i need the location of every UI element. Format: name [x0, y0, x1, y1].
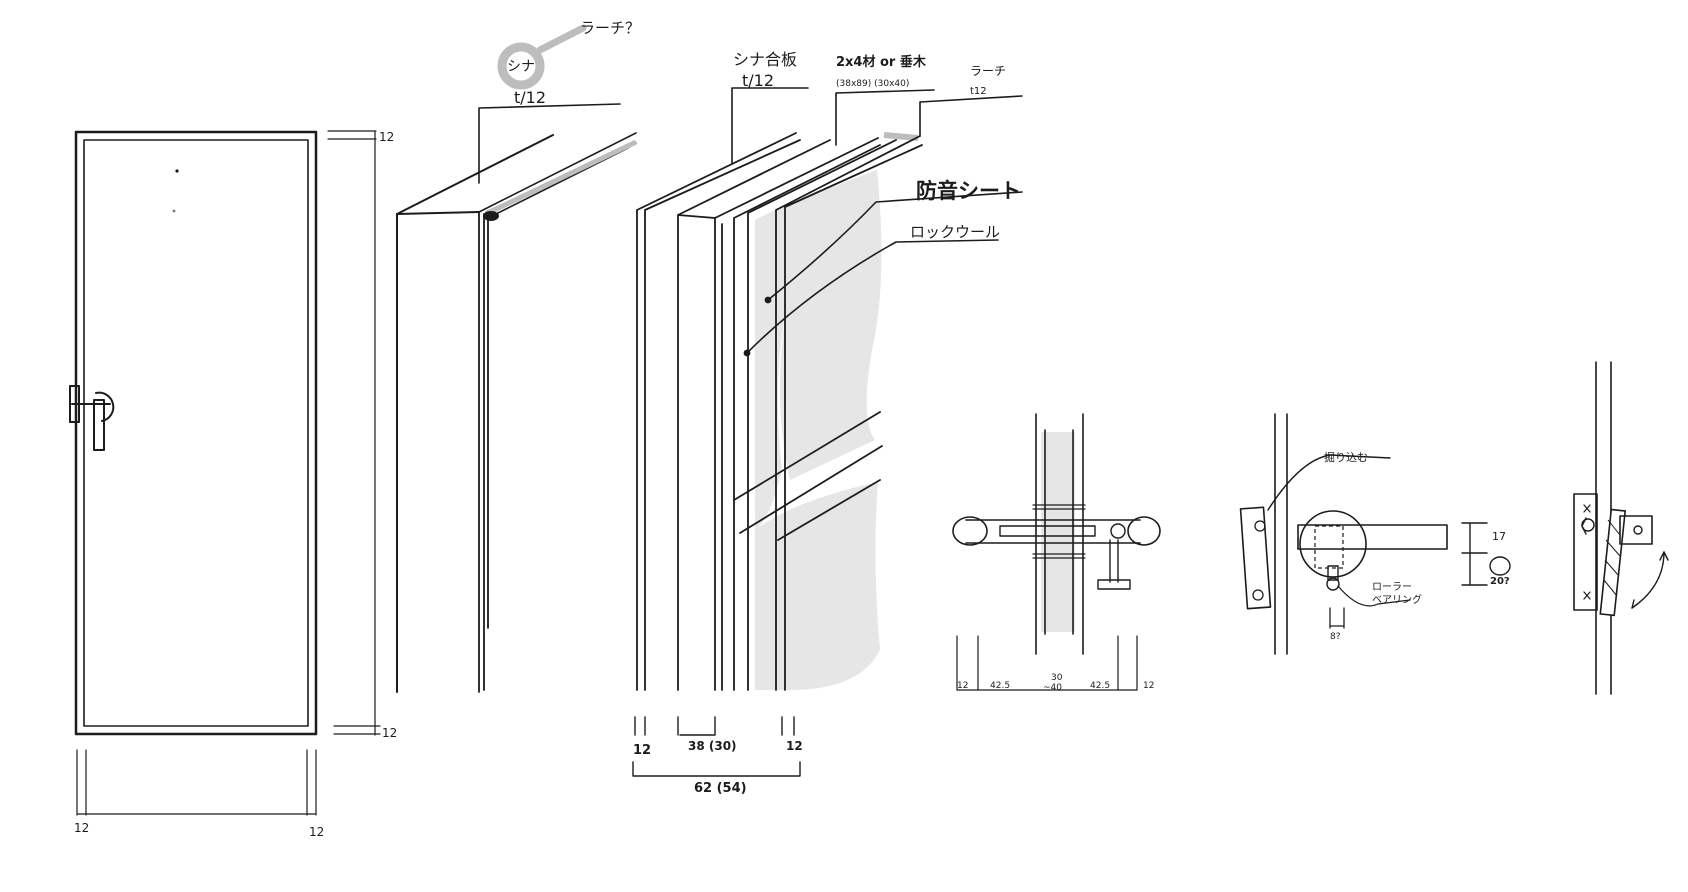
lumber-label: 2x4材 or 垂木	[836, 54, 927, 70]
handle-a-dim: 42.5	[990, 681, 1010, 691]
handle-section-faces	[1035, 413, 1084, 655]
handle-spindle	[999, 525, 1096, 537]
handle-dimension-lines	[956, 635, 1138, 691]
latch-bearing	[1326, 577, 1340, 591]
roller-bearing-leader	[1337, 585, 1411, 607]
handle-knob-right	[1127, 516, 1161, 546]
shina-leader	[478, 103, 621, 184]
soundproof-sheet-label: 防音シート	[916, 179, 1021, 203]
handle-section-detail: 12 42.5 30 ~40 42.5 12	[952, 413, 1161, 693]
handle-core-1-dim: 30	[1051, 673, 1063, 683]
latch-width-dim: 8?	[1330, 632, 1341, 642]
larch-question-label: ラーチ？	[580, 19, 640, 37]
rockwool-shading-lower	[755, 482, 880, 690]
door-edge-view: シナ ラーチ？ t/12	[396, 19, 640, 693]
door-width-dimension	[76, 749, 317, 816]
handle-face-left-dim: 12	[957, 681, 968, 691]
layer-face-left-dim: 12	[633, 743, 651, 758]
roller-bearing-label-1: ローラー	[1372, 581, 1412, 593]
latch-top-dim: 17	[1492, 530, 1506, 543]
rockwool-shading-upper	[779, 170, 882, 480]
rockwool-leader	[746, 239, 999, 354]
handle-core-shading	[1041, 432, 1075, 632]
handle-knob-left	[952, 516, 988, 546]
latch-bottom-dim: 20?	[1490, 576, 1510, 587]
handle-latch-block	[1097, 579, 1131, 590]
pull-in-leader	[1267, 454, 1391, 511]
door-mark	[175, 169, 179, 173]
door-elevation: 12 12 12 12	[69, 130, 397, 839]
layer-lumber-core	[677, 137, 879, 691]
latch-dimension-lines	[1461, 522, 1488, 586]
lumber-leader	[835, 89, 935, 146]
edge-joint-mark	[483, 211, 499, 221]
handle-roller	[1110, 523, 1126, 539]
latch-hidden-box	[1314, 525, 1344, 569]
door-outer-frame	[74, 130, 318, 736]
soundproof-sheet-leader	[767, 191, 1023, 301]
layer-core-dim: 38 (30)	[688, 739, 737, 753]
door-height-dimension	[327, 130, 377, 736]
layer-total-dim: 62 (54)	[694, 781, 747, 796]
larch-label: ラーチ	[970, 64, 1006, 78]
layer-shina-plywood	[636, 132, 801, 691]
highlight-arrow	[536, 24, 587, 54]
door-top-margin-label: 12	[379, 130, 394, 144]
latch-spring	[1327, 565, 1339, 581]
handle-face-right-dim: 12	[1143, 681, 1154, 691]
latch-lever	[1297, 524, 1448, 550]
larch-thickness-label: t12	[970, 86, 987, 97]
layer-cross-members	[733, 411, 883, 541]
layer-larch	[733, 135, 923, 691]
door-right-margin-label: 12	[309, 825, 324, 839]
side-lever-bar	[1599, 508, 1627, 617]
layer-face-right-dim: 12	[786, 739, 803, 753]
shina-plywood-label: シナ合板	[733, 50, 797, 69]
door-inner-panel	[83, 139, 309, 727]
handle-b-dim: 42.5	[1090, 681, 1110, 691]
side-lever-swing-arrow	[1631, 551, 1665, 609]
latch-detail: 掘り込む ローラー ベアリング 8? 17 20?	[1239, 413, 1511, 655]
highlight-circle	[497, 42, 545, 90]
larch-leader	[919, 95, 1023, 137]
latch-roller-profile	[1489, 556, 1511, 576]
side-lever-detail	[1573, 361, 1669, 695]
side-lever-knob	[1619, 515, 1653, 545]
side-plate	[1573, 493, 1598, 611]
shina-top-thickness-label: t/12	[514, 88, 546, 107]
lumber-sizes-label: (38x89) (30x40)	[836, 79, 909, 89]
door-handle-icon	[69, 385, 115, 451]
layer-dimension-lines	[632, 716, 801, 777]
roller-bearing-label-2: ベアリング	[1372, 593, 1422, 606]
pull-in-label: 掘り込む	[1324, 450, 1368, 464]
rockwool-label: ロックウール	[910, 223, 1000, 241]
door-bottom-margin-label: 12	[382, 726, 397, 740]
shina-top-label: シナ	[507, 59, 535, 75]
shina-plywood-thickness-label: t/12	[742, 71, 774, 90]
handle-core-2-dim: ~40	[1043, 683, 1062, 693]
latch-plate	[1239, 506, 1272, 610]
latch-frame	[1274, 413, 1288, 655]
door-left-margin-label: 12	[74, 821, 89, 835]
handle-shaft	[965, 519, 1141, 544]
latch-rose	[1299, 510, 1367, 578]
shina-plywood-leader	[731, 87, 809, 164]
door-mark	[172, 209, 176, 213]
exploded-layer-view: シナ合板 t/12 2x4材 or 垂木 (38x89) (30x40) ラーチ…	[632, 50, 1023, 796]
